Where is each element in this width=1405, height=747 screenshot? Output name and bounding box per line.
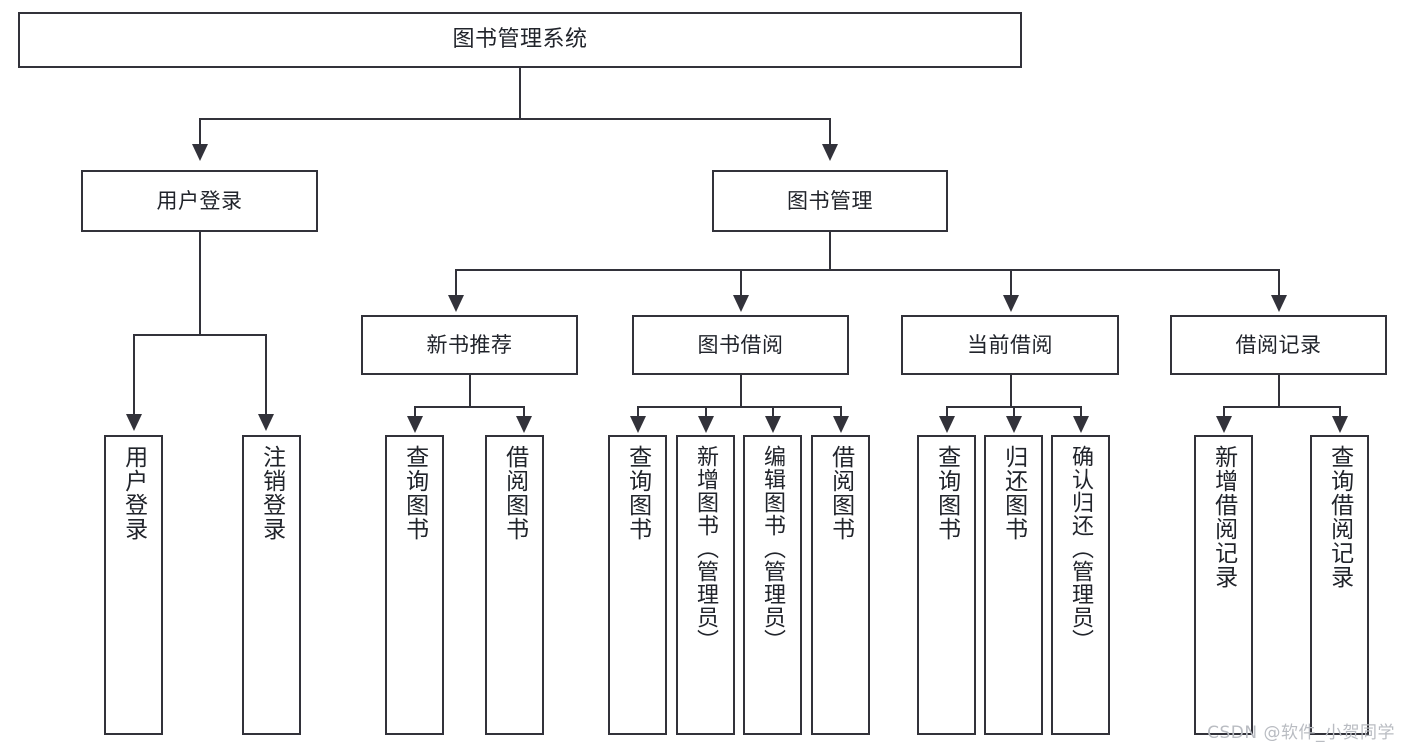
connector-level2-bus — [199, 118, 831, 120]
leaf-user-login-login[interactable]: 用户登录 — [104, 435, 163, 735]
arrowhead-level3-2 — [733, 295, 749, 312]
connector-level3-drop-1 — [455, 269, 457, 297]
connector-new-book-drop-2 — [523, 406, 525, 418]
connector-user-login-drop-2 — [265, 334, 267, 416]
leaf-new-book-query[interactable]: 查询图书 — [385, 435, 444, 735]
arrowhead-borrow-record-1 — [1216, 416, 1232, 433]
connector-level3-drop-3 — [1010, 269, 1012, 297]
leaf-book-borrow-edit[interactable]: 编辑图书（管理员） — [743, 435, 802, 735]
leaf-new-book-borrow[interactable]: 借阅图书 — [485, 435, 544, 735]
leaf-book-borrow-borrow[interactable]: 借阅图书 — [811, 435, 870, 735]
connector-current-borrow-drop-3 — [1080, 406, 1082, 418]
arrowhead-level2-1 — [192, 144, 208, 161]
leaf-borrow-record-add[interactable]: 新增借阅记录 — [1194, 435, 1253, 735]
node-borrow-record[interactable]: 借阅记录 — [1170, 315, 1387, 375]
node-label: 图书管理系统 — [452, 27, 588, 53]
arrowhead-new-book-1 — [407, 416, 423, 433]
connector-current-borrow-drop-1 — [946, 406, 948, 418]
node-label: 注销登录 — [258, 445, 285, 541]
connector-root-stem — [519, 68, 521, 118]
arrowhead-book-borrow-3 — [765, 416, 781, 433]
connector-new-book-bus — [414, 406, 525, 408]
node-book-management[interactable]: 图书管理 — [712, 170, 948, 232]
leaf-user-login-logout[interactable]: 注销登录 — [242, 435, 301, 735]
leaf-borrow-record-query[interactable]: 查询借阅记录 — [1310, 435, 1369, 735]
arrowhead-level3-3 — [1003, 295, 1019, 312]
node-label: 查询图书 — [401, 445, 428, 541]
arrowhead-current-borrow-3 — [1073, 416, 1089, 433]
connector-new-book-stem — [469, 375, 471, 407]
node-label: 查询图书 — [933, 445, 960, 541]
connector-user-login-bus — [133, 334, 267, 336]
connector-book-borrow-drop-1 — [637, 406, 639, 418]
leaf-book-borrow-query[interactable]: 查询图书 — [608, 435, 667, 735]
connector-book-borrow-stem — [740, 375, 742, 407]
connector-level3-drop-2 — [740, 269, 742, 297]
arrowhead-current-borrow-2 — [1006, 416, 1022, 433]
arrowhead-book-borrow-1 — [630, 416, 646, 433]
node-label: 确认归还（管理员） — [1068, 445, 1094, 652]
node-label: 用户登录 — [156, 188, 243, 213]
arrowhead-user-login-2 — [258, 414, 274, 431]
leaf-current-borrow-confirm[interactable]: 确认归还（管理员） — [1051, 435, 1110, 735]
connector-user-login-stem — [199, 232, 201, 335]
connector-borrow-record-drop-1 — [1223, 406, 1225, 418]
node-book-borrow[interactable]: 图书借阅 — [632, 315, 849, 375]
arrowhead-level3-4 — [1271, 295, 1287, 312]
arrowhead-book-borrow-4 — [833, 416, 849, 433]
connector-level2-drop-2 — [829, 118, 831, 146]
connector-level3-drop-4 — [1278, 269, 1280, 297]
arrowhead-book-borrow-2 — [698, 416, 714, 433]
connector-book-borrow-bus — [637, 406, 840, 408]
leaf-current-borrow-query[interactable]: 查询图书 — [917, 435, 976, 735]
connector-book-borrow-drop-2 — [705, 406, 707, 418]
node-label: 查询图书 — [624, 445, 651, 541]
node-label: 用户登录 — [120, 445, 147, 541]
leaf-book-borrow-add[interactable]: 新增图书（管理员） — [676, 435, 735, 735]
connector-borrow-record-drop-2 — [1339, 406, 1341, 418]
connector-level2-drop-1 — [199, 118, 201, 146]
arrowhead-new-book-2 — [516, 416, 532, 433]
connector-book-borrow-drop-4 — [840, 406, 842, 418]
arrowhead-user-login-1 — [126, 414, 142, 431]
leaf-current-borrow-return[interactable]: 归还图书 — [984, 435, 1043, 735]
node-label: 图书管理 — [787, 188, 873, 213]
node-label: 新增借阅记录 — [1210, 445, 1237, 589]
node-label: 借阅图书 — [501, 445, 528, 541]
connector-borrow-record-stem — [1278, 375, 1280, 407]
node-label: 图书借阅 — [697, 332, 784, 357]
node-label: 借阅记录 — [1235, 332, 1322, 357]
connector-current-borrow-stem — [1010, 375, 1012, 407]
node-current-borrow[interactable]: 当前借阅 — [901, 315, 1119, 375]
node-label: 新书推荐 — [426, 332, 513, 357]
connector-current-borrow-drop-2 — [1013, 406, 1015, 418]
node-label: 编辑图书（管理员） — [760, 445, 786, 652]
node-label: 查询借阅记录 — [1326, 445, 1353, 589]
node-label: 新增图书（管理员） — [693, 445, 719, 652]
arrowhead-current-borrow-1 — [939, 416, 955, 433]
arrowhead-level2-2 — [822, 144, 838, 161]
arrowhead-level3-1 — [448, 295, 464, 312]
node-label: 借阅图书 — [827, 445, 854, 541]
connector-book-management-stem — [829, 232, 831, 270]
connector-new-book-drop-1 — [414, 406, 416, 418]
node-label: 归还图书 — [1000, 445, 1027, 541]
watermark-text: CSDN @软件_小贺同学 — [1207, 723, 1395, 743]
connector-borrow-record-bus — [1223, 406, 1339, 408]
arrowhead-borrow-record-2 — [1332, 416, 1348, 433]
connector-book-borrow-drop-3 — [772, 406, 774, 418]
connector-level3-bus — [455, 269, 1278, 271]
node-root-system[interactable]: 图书管理系统 — [18, 12, 1022, 68]
node-label: 当前借阅 — [967, 332, 1053, 357]
connector-user-login-drop-1 — [133, 334, 135, 416]
node-user-login[interactable]: 用户登录 — [81, 170, 318, 232]
node-new-book-recommend[interactable]: 新书推荐 — [361, 315, 578, 375]
